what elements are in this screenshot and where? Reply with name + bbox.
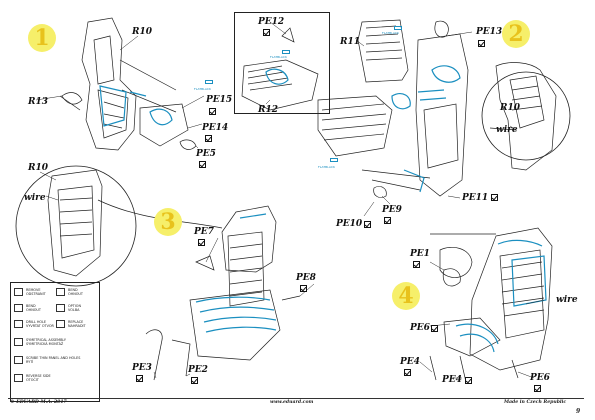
checkbox-pe7[interactable]	[198, 239, 205, 246]
part-label-pe12: PE12	[258, 17, 285, 27]
option-icon	[56, 304, 65, 312]
checkbox-pe13[interactable]	[478, 40, 485, 47]
part-label-r13: R13	[28, 97, 49, 107]
part-label-r10-mid: R10	[28, 163, 49, 173]
checkbox-pe4-b[interactable]	[465, 377, 472, 384]
page-number: 9	[576, 408, 581, 415]
legend-drill: DRILL HOLE VYVRTAT OTVOR	[26, 320, 54, 328]
part-label-pe14: PE14	[202, 123, 229, 133]
part-label-pe4-b: PE4	[442, 375, 462, 385]
checkbox-pe14[interactable]	[205, 135, 212, 142]
footer-made-in: Made in Czech Republic	[504, 400, 567, 405]
checkbox-pe8[interactable]	[300, 285, 307, 292]
legend-panel	[10, 282, 100, 402]
checkbox-pe12[interactable]	[263, 29, 270, 36]
footer-rule	[8, 398, 584, 399]
footer-website[interactable]: www.eduard.com	[270, 400, 314, 405]
part-label-pe1: PE1	[410, 249, 430, 259]
part-label-pe5: PE5	[196, 149, 216, 159]
footer-copyright: © EDUARD M.A. 2017	[10, 400, 67, 405]
part-label-pe7: PE7	[194, 227, 214, 237]
checkbox-pe3[interactable]	[136, 375, 143, 382]
part-label-pe3: PE3	[132, 363, 152, 373]
legend-thinner: SCRIBE THIN PANEL AND HOLES RYTÍ	[26, 356, 81, 364]
step-badge-4: 4	[392, 282, 420, 310]
part-label-pe11: PE11	[462, 193, 489, 203]
inset-panel-r12	[234, 12, 330, 114]
color-tag-flatblack-1: FLATBLACK	[194, 87, 211, 91]
legend-bend: BEND OHNOUT	[68, 288, 83, 296]
checkbox-pe2[interactable]	[191, 377, 198, 384]
remove-icon	[14, 288, 23, 296]
wire-label-bottom: wire	[556, 295, 578, 305]
part-label-pe15: PE15	[206, 95, 233, 105]
checkbox-pe15[interactable]	[209, 108, 216, 115]
color-tag-flatblack-3: FLATBLACK	[382, 31, 399, 35]
wire-label-left: wire	[24, 193, 46, 203]
part-label-pe9: PE9	[382, 205, 402, 215]
bend-over-icon	[14, 304, 23, 312]
legend-symmetrical: SYMETRICAL ASSEMBLY SYMETRICKÁ MONTÁŽ	[26, 338, 66, 346]
step-badge-3: 3	[154, 208, 182, 236]
reverse-icon	[14, 374, 23, 382]
wire-label-right: wire	[496, 125, 518, 135]
checkbox-pe11[interactable]	[491, 194, 498, 201]
checkbox-pe10[interactable]	[364, 221, 371, 228]
drill-icon	[14, 320, 23, 328]
bend-icon	[56, 288, 65, 296]
part-label-pe4-a: PE4	[400, 357, 420, 367]
checkbox-pe9[interactable]	[384, 217, 391, 224]
part-label-pe6-left: PE6	[410, 323, 430, 333]
step-badge-2: 2	[502, 20, 530, 48]
thinner-icon	[14, 356, 23, 364]
part-label-r12: R12	[258, 105, 279, 115]
part-label-pe8: PE8	[296, 273, 316, 283]
legend-reverse: REVERSE SIDE OTOČIT	[26, 374, 51, 382]
checkbox-pe6-right[interactable]	[534, 385, 541, 392]
legend-remove: REMOVE ODSTRANIT	[26, 288, 46, 296]
checkbox-pe1[interactable]	[413, 261, 420, 268]
checkbox-pe4-a[interactable]	[404, 369, 411, 376]
color-tag-flatblack-2: FLATBLACK	[270, 55, 287, 59]
part-label-r11: R11	[340, 37, 361, 47]
color-tag-box-3	[394, 26, 402, 30]
color-tag-box-2	[282, 50, 290, 54]
part-label-pe13: PE13	[476, 27, 503, 37]
part-label-pe2: PE2	[188, 365, 208, 375]
symmetrical-icon	[14, 338, 23, 346]
part-label-pe6-right: PE6	[530, 373, 550, 383]
step-badge-1: 1	[28, 24, 56, 52]
part-label-pe10: PE10	[336, 219, 363, 229]
part-label-r10-top: R10	[132, 27, 153, 37]
color-tag-box-4	[330, 158, 338, 162]
legend-replace: REPLACE NAHRADIT	[68, 320, 86, 328]
legend-bend-over: BEND OHNOUT	[26, 304, 41, 312]
color-tag-flatblack-4: FLATBLACK	[318, 165, 335, 169]
checkbox-pe6-left[interactable]	[431, 325, 438, 332]
checkbox-pe5[interactable]	[199, 161, 206, 168]
legend-option: OPTION VOLBA	[68, 304, 81, 312]
part-label-r10-right: R10	[500, 103, 521, 113]
replace-icon	[56, 320, 65, 328]
color-tag-box-1	[205, 80, 213, 84]
